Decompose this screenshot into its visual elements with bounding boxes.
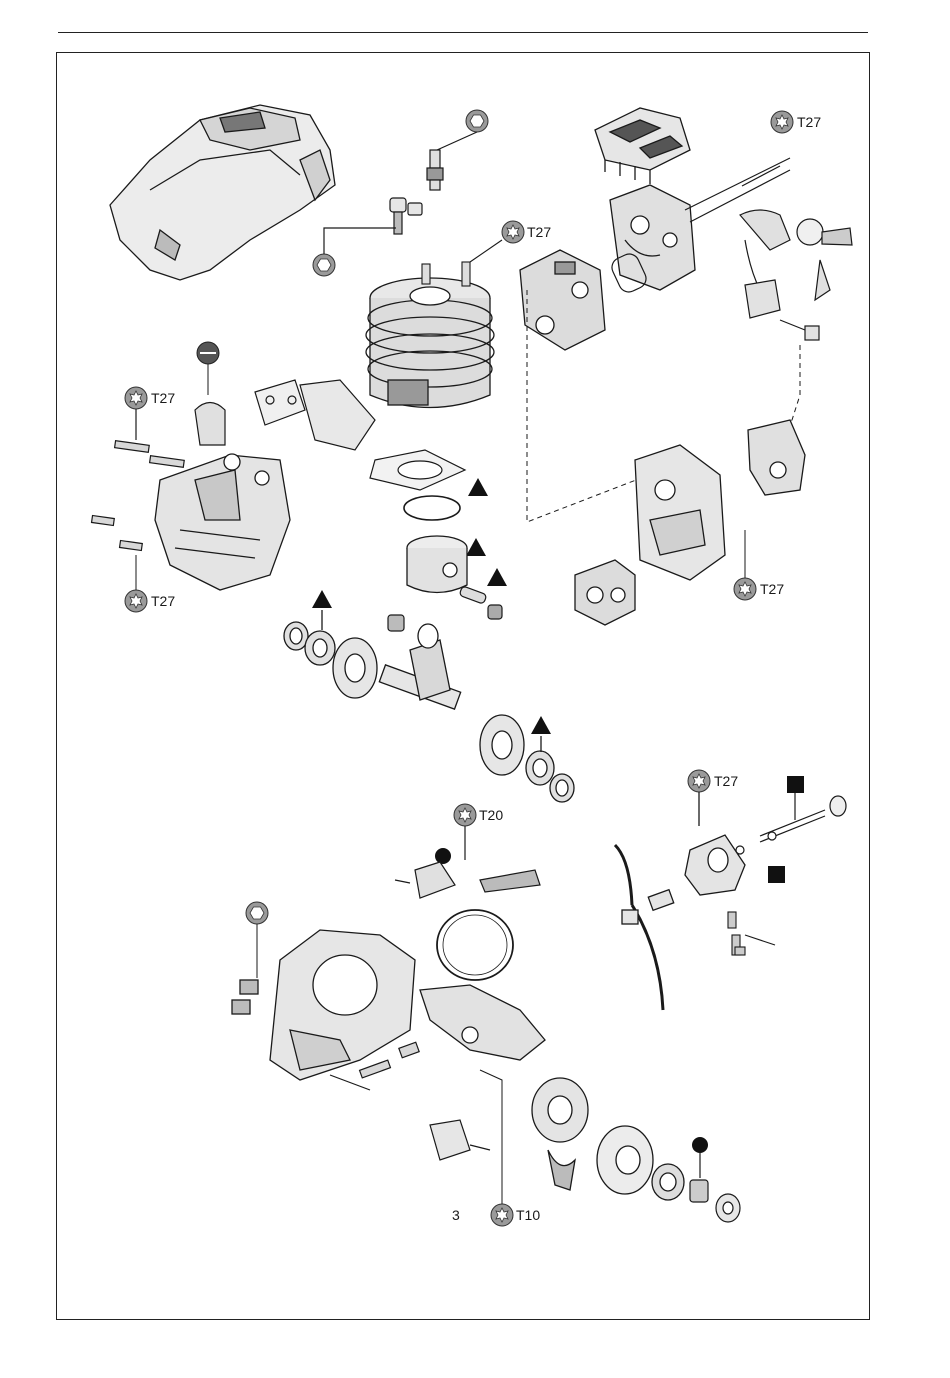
torx-label-t27-manifold: T27 xyxy=(760,581,784,597)
spark-arrestor-part xyxy=(195,403,225,446)
crankshaft-part xyxy=(333,624,524,775)
torx-star-icon xyxy=(125,387,147,409)
torx-label-t27-muffler-bottom: T27 xyxy=(151,593,175,609)
torx-star-icon xyxy=(125,590,147,612)
piston-ring-part xyxy=(404,496,460,520)
heat-shield-part xyxy=(300,380,375,450)
sprocket-part xyxy=(652,1164,684,1200)
needle-bearing-part xyxy=(388,615,404,631)
carburettor-housing-part xyxy=(610,185,695,290)
torx-star-icon xyxy=(502,221,524,243)
torx-label-t27-muffler-top: T27 xyxy=(151,390,175,406)
warning-triangle-icon xyxy=(466,538,486,556)
crankshaft-bearing-seal-part xyxy=(526,736,574,802)
piston-pin-part xyxy=(459,586,502,619)
torx-star-icon xyxy=(771,111,793,133)
filled-square-icon xyxy=(787,776,804,793)
chain-catcher-part xyxy=(420,985,545,1060)
torx-star-icon xyxy=(688,770,710,792)
brake-spring-part xyxy=(728,912,775,955)
slotted-screw-icon xyxy=(197,342,219,364)
filled-circle-icon xyxy=(435,848,451,864)
clutch-drum-part xyxy=(597,1126,653,1194)
torx-star-icon xyxy=(491,1204,513,1226)
filled-square-icon xyxy=(768,866,785,883)
intake-manifold-part xyxy=(575,560,635,625)
warning-triangle-icon xyxy=(312,590,332,608)
throttle-linkage-part xyxy=(745,280,819,340)
carburettor-part xyxy=(520,250,605,350)
needle-bearing-washer-part xyxy=(690,1153,740,1222)
clutch-cover-part xyxy=(232,930,415,1080)
carb-bracket-part xyxy=(748,420,805,495)
torx-star-icon xyxy=(734,578,756,600)
top-cover-part xyxy=(110,105,335,280)
warning-triangle-icon xyxy=(531,716,551,734)
hex-socket-icon xyxy=(466,110,488,132)
brake-lever-part xyxy=(395,826,540,898)
cylinder-base-gasket-part xyxy=(370,450,465,490)
clutch-part xyxy=(532,1078,588,1190)
torx-label-t20: T20 xyxy=(479,807,503,823)
brake-band-part xyxy=(437,910,513,980)
warning-triangle-icon xyxy=(487,568,507,586)
muffler-part xyxy=(155,454,290,590)
piston-part xyxy=(407,536,467,593)
torx-star-icon xyxy=(454,804,476,826)
torx-label-t10: T10 xyxy=(516,1207,540,1223)
tensioner-screw-part xyxy=(736,793,846,854)
chain-brake-handle-part xyxy=(615,792,745,1010)
torx-label-t27-carb: T27 xyxy=(797,114,821,130)
cylinder-part xyxy=(366,278,494,408)
hex-socket-icon xyxy=(246,902,268,924)
crankshaft-seal-bearing-part xyxy=(284,610,335,665)
leader-line xyxy=(480,1070,502,1204)
hex-socket-icon xyxy=(313,254,335,276)
warning-triangle-icon xyxy=(468,478,488,496)
decompression-valve-part xyxy=(324,198,422,254)
spark-plug-part xyxy=(427,132,477,190)
intake-housing-part xyxy=(635,445,725,580)
figure-number: 3 xyxy=(452,1207,460,1223)
muffler-gasket-part xyxy=(255,380,305,425)
filled-circle-icon xyxy=(692,1137,708,1153)
torx-label-t27-cylinder: T27 xyxy=(527,224,551,240)
torx-label-t27-tensioner: T27 xyxy=(714,773,738,789)
air-filter-part xyxy=(595,108,690,184)
